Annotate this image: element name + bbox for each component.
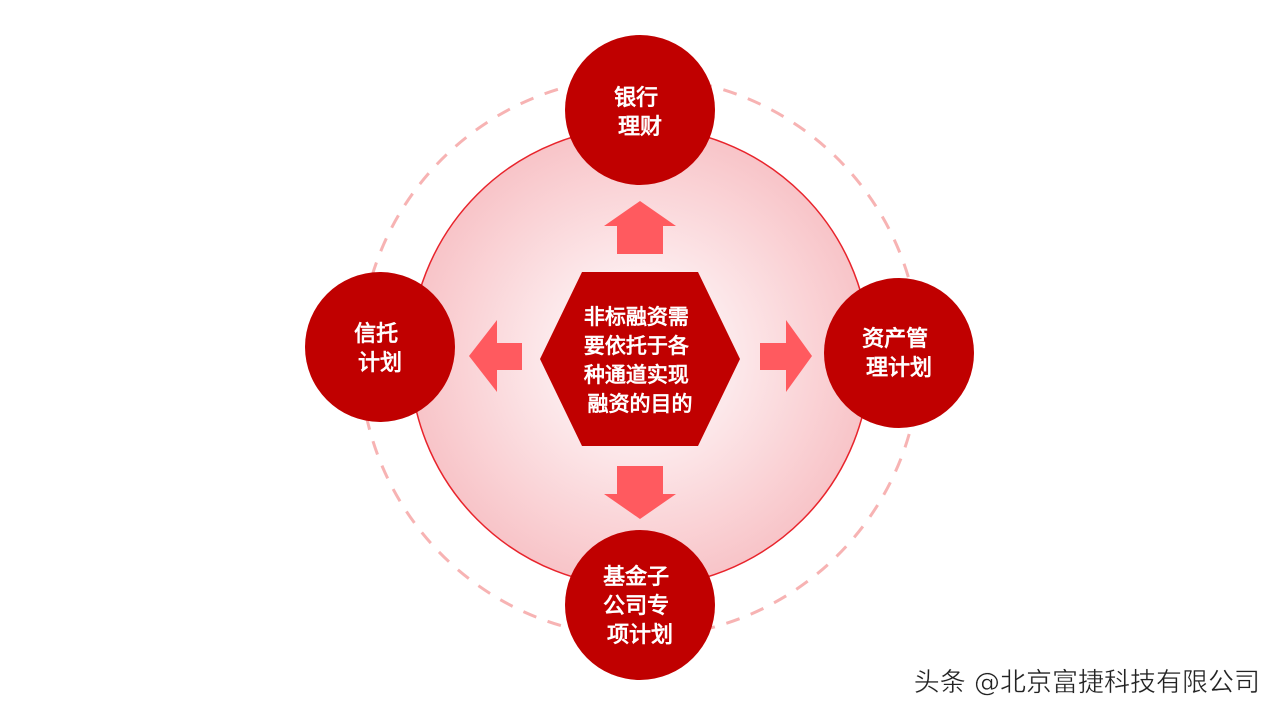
arrow-down: [604, 466, 676, 519]
arrow-left: [469, 320, 522, 392]
node-top-circle: [565, 35, 715, 185]
center-line-2: 要依托于各: [584, 334, 690, 358]
arrow-up: [604, 201, 676, 254]
center-line-3: 种通道实现: [583, 363, 689, 387]
node-bottom-line-1: 基金子: [603, 564, 669, 590]
node-fund-subsidiary-plan: 基金子 公司专 项计划: [565, 530, 715, 680]
node-asset-management-plan: 资产管 理计划: [824, 278, 974, 428]
center-text: 非标融资需 要依托于各 种通道实现 融资的目的: [583, 305, 696, 416]
node-left-circle: [305, 272, 455, 422]
node-right-line-1: 资产管: [862, 326, 928, 352]
node-bottom-circle: [565, 530, 715, 680]
node-bottom-text: 基金子 公司专 项计划: [603, 564, 677, 648]
node-right-line-2: 理计划: [866, 356, 932, 381]
node-top-line-2: 理财: [618, 115, 662, 140]
node-bottom-line-2: 公司专: [603, 593, 669, 619]
center-line-1: 非标融资需: [584, 305, 689, 329]
node-left-line-2: 计划: [358, 351, 402, 376]
node-right-circle: [824, 278, 974, 428]
node-trust-plan: 信托 计划: [305, 272, 455, 422]
node-bottom-line-3: 项计划: [607, 623, 673, 648]
arrow-right: [760, 320, 812, 392]
center-hexagon: [540, 272, 740, 446]
center-line-4: 融资的目的: [588, 392, 693, 416]
node-right-text: 资产管 理计划: [862, 326, 936, 381]
node-top-text: 银行 理财: [614, 85, 666, 140]
node-top-line-1: 银行: [614, 85, 658, 111]
watermark: 头条 @北京富捷科技有限公司: [913, 668, 1261, 698]
node-left-line-1: 信托: [354, 321, 398, 347]
node-bank-wealth-management: 银行 理财: [565, 35, 715, 185]
node-left-text: 信托 计划: [354, 321, 406, 376]
